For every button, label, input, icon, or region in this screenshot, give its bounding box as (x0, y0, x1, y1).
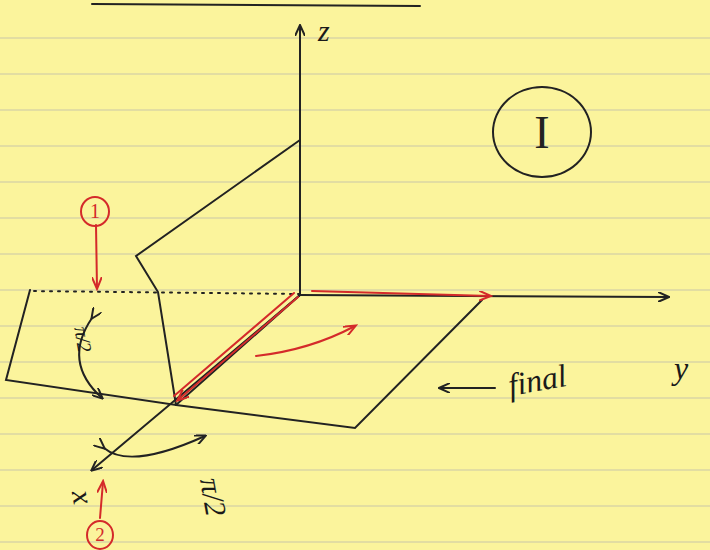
circled-label: I (492, 86, 592, 178)
red-rotation-marks (96, 225, 490, 518)
axis-label: π/2 (193, 475, 233, 519)
axes-and-planes (6, 4, 668, 470)
circled-label: 2 (86, 520, 114, 550)
callout-number: I (534, 106, 549, 159)
axis-label: x (65, 487, 101, 506)
callout-number: 2 (95, 524, 105, 546)
axis-label: y (674, 350, 688, 387)
axis-label: final (505, 357, 569, 404)
axis-label: z (318, 14, 330, 48)
circled-label: 1 (80, 196, 110, 227)
ruled-lines (0, 38, 710, 542)
axis-label: π/2 (69, 325, 96, 354)
callout-number: 1 (90, 200, 100, 223)
